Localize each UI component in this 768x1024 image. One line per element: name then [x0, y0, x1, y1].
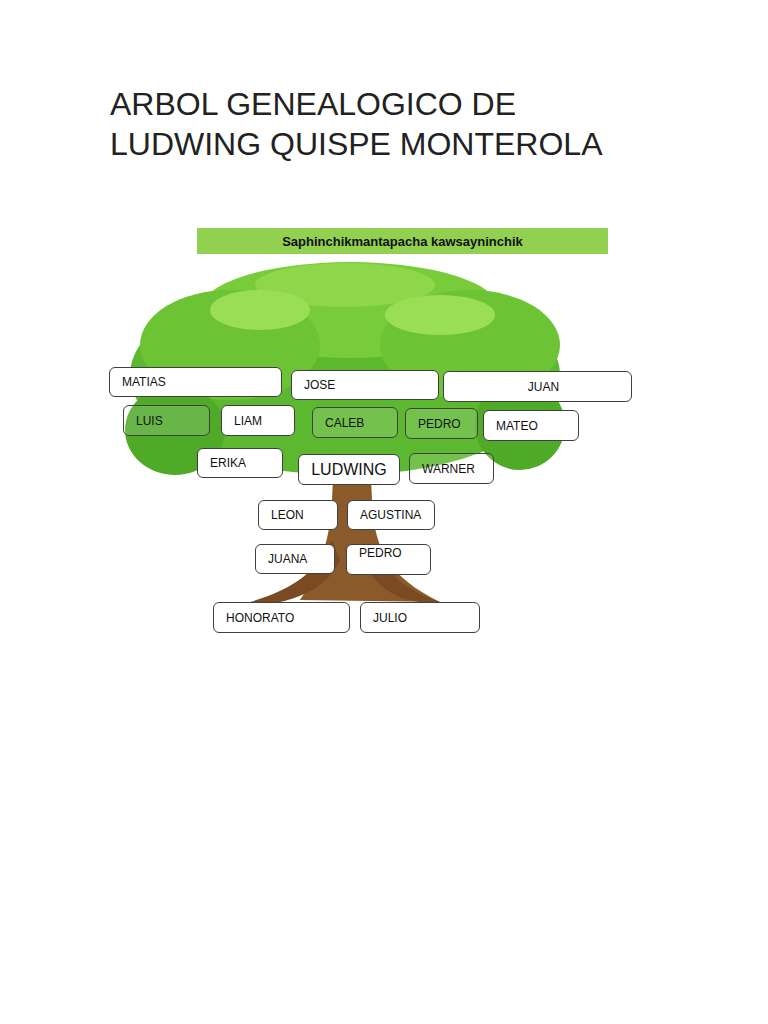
person-name: MATIAS [122, 375, 166, 389]
band-heading: Saphinchikmantapacha kawsayninchik [282, 234, 523, 249]
person-name: LIAM [234, 414, 262, 428]
person-name: JUANA [268, 552, 307, 566]
person-name: AGUSTINA [360, 508, 421, 522]
name-box: JULIO [360, 602, 480, 633]
person-name: CALEB [325, 416, 364, 430]
name-box: AGUSTINA [347, 500, 435, 530]
person-name: WARNER [422, 462, 475, 476]
name-box: ERIKA [197, 448, 283, 478]
person-name: MATEO [496, 419, 538, 433]
name-box: LUIS [123, 405, 210, 436]
person-name: HONORATO [226, 611, 294, 625]
person-name: JUAN [528, 380, 559, 394]
name-box: WARNER [409, 453, 494, 484]
name-box: PEDRO [405, 408, 478, 439]
name-box: MATEO [483, 410, 579, 441]
person-name: JOSE [304, 378, 335, 392]
person-name: JULIO [373, 611, 407, 625]
person-name: ERIKA [210, 456, 246, 470]
page-title: ARBOL GENEALOGICO DE LUDWING QUISPE MONT… [110, 84, 650, 164]
name-box: LUDWING [298, 454, 400, 485]
name-box: HONORATO [213, 602, 350, 633]
name-box: JOSE [291, 370, 439, 400]
name-box: LEON [258, 500, 338, 530]
name-box: LIAM [221, 405, 295, 436]
person-name: LEON [271, 508, 304, 522]
name-box: JUANA [255, 544, 335, 574]
name-box: CALEB [312, 407, 398, 438]
person-name: LUIS [136, 414, 163, 428]
person-name: LUDWING [311, 461, 387, 479]
person-name: PEDRO [418, 417, 461, 431]
name-box: JUAN [443, 371, 632, 402]
name-box: PEDRO [346, 544, 431, 575]
person-name: PEDRO [359, 546, 402, 560]
name-box: MATIAS [109, 367, 282, 397]
header-band: Saphinchikmantapacha kawsayninchik [197, 228, 608, 254]
